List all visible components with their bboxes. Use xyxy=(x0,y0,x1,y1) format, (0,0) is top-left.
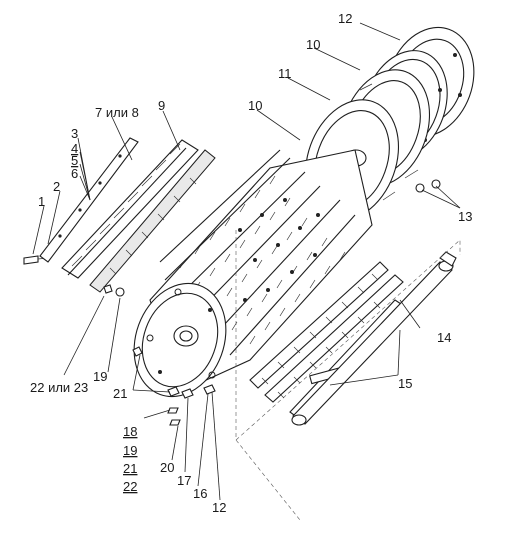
kit-item: 22 xyxy=(123,479,137,494)
callout-14: 14 xyxy=(437,330,451,345)
callout-11: 11 xyxy=(278,66,292,81)
assembly-frame xyxy=(235,230,461,521)
callout-12-top: 12 xyxy=(338,11,352,26)
callout-12-bottom: 12 xyxy=(212,500,226,515)
callout-labels: 1 2 3 4 5 6 7 или 8 9 10 11 10 12 13 14 … xyxy=(30,11,472,515)
callout-7-or-8: 7 или 8 xyxy=(95,105,139,120)
callout-5: 5 xyxy=(71,153,78,168)
kit-item: 18 xyxy=(123,424,137,439)
callout-10-upper: 10 xyxy=(306,37,320,52)
callout-21: 21 xyxy=(113,386,127,401)
callout-13: 13 xyxy=(458,209,472,224)
callout-6: 6 xyxy=(71,166,78,181)
callout-1: 1 xyxy=(38,194,45,209)
callout-22-or-23: 22 или 23 xyxy=(30,380,88,395)
callout-4: 4 xyxy=(71,141,78,156)
kit-item: 21 xyxy=(123,461,137,476)
callout-9: 9 xyxy=(158,98,165,113)
kit-item: 19 xyxy=(123,443,137,458)
callout-10-lower: 10 xyxy=(248,98,262,113)
callout-20: 20 xyxy=(160,460,174,475)
callout-3: 3 xyxy=(71,126,78,141)
callout-19: 19 xyxy=(93,369,107,384)
callout-16: 16 xyxy=(193,486,207,501)
front-disc xyxy=(133,282,227,398)
callout-15: 15 xyxy=(398,376,412,391)
kit-list: 18 19 21 22 xyxy=(123,424,137,494)
leader-lines xyxy=(32,22,461,501)
small-parts xyxy=(103,284,216,426)
bar-9 xyxy=(89,149,216,293)
plate-2 xyxy=(39,137,139,263)
callout-2: 2 xyxy=(53,179,60,194)
rasp-bar-3 xyxy=(61,139,199,279)
callout-17: 17 xyxy=(177,473,191,488)
shaft-14 xyxy=(291,251,457,426)
